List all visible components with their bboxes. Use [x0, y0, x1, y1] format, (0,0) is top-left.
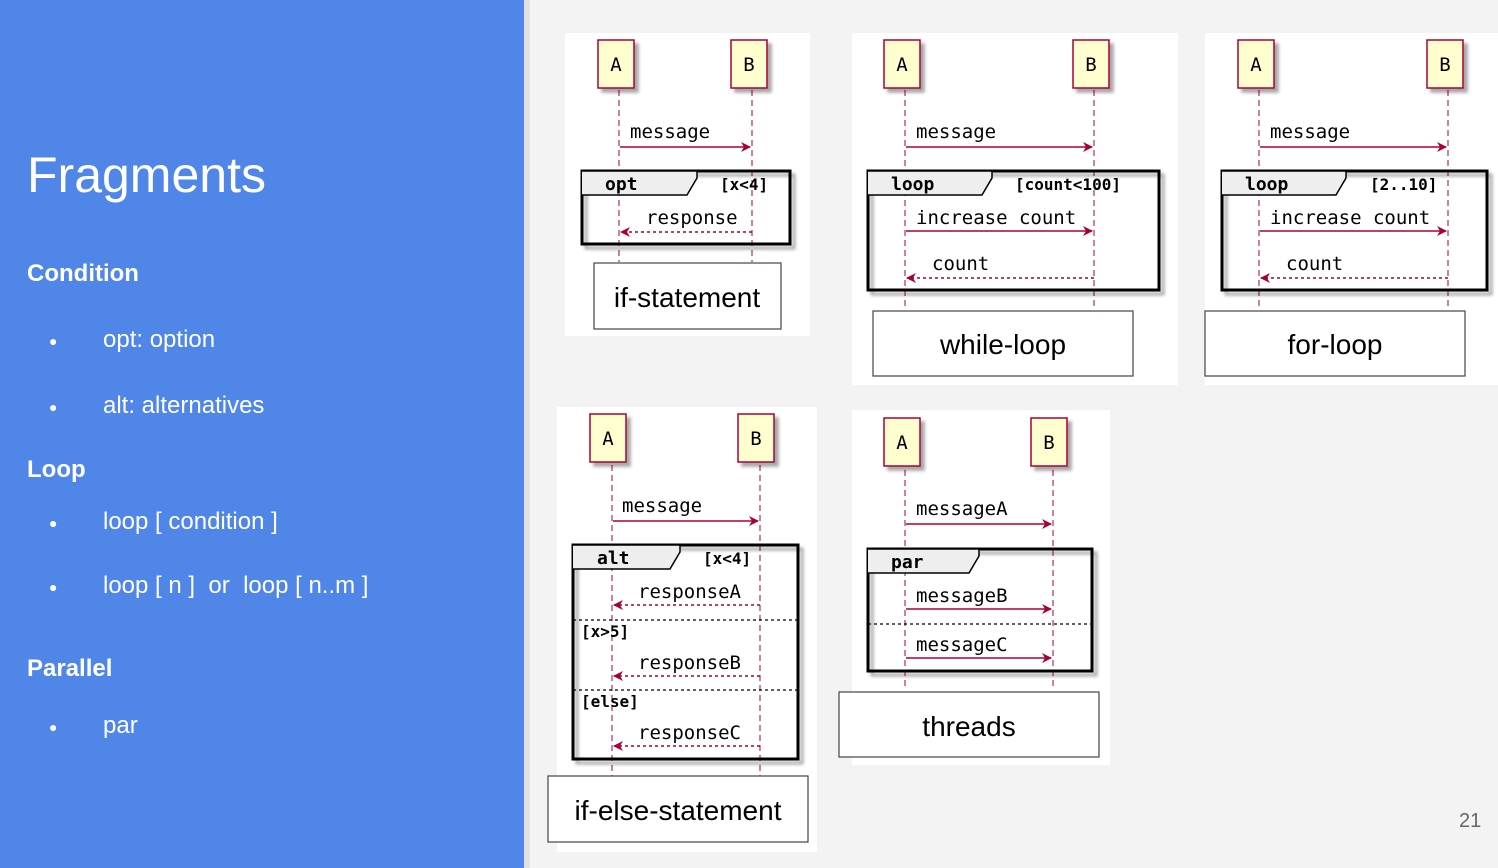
bullet-icon: ● [49, 399, 58, 415]
participant-a [597, 39, 635, 89]
responseA-label: responseA [638, 581, 742, 603]
count-label: count [1286, 253, 1343, 275]
fragment-guard: [count<100] [1015, 175, 1121, 194]
participant-a [883, 39, 921, 89]
page-number: 21 [1459, 810, 1482, 832]
caption-for-loop: for-loop [1288, 329, 1383, 360]
fragment-keyword: loop [891, 174, 935, 195]
fragment-box [866, 547, 1094, 673]
slide-title: Fragments [27, 147, 266, 203]
list-item: par [103, 712, 138, 739]
participant-a [1237, 39, 1275, 89]
section-heading-loop: Loop [27, 456, 86, 483]
participant-a-label: A [896, 432, 908, 454]
caption-threads: threads [922, 711, 1015, 742]
count-label: count [932, 253, 989, 275]
fragment-keyword: opt [605, 174, 638, 195]
caption-box [838, 691, 1100, 758]
fragment-box [1220, 169, 1489, 292]
list-item: loop [ n ] or loop [ n..m ] [103, 572, 369, 599]
participant-b-label: B [1085, 54, 1096, 76]
fragment-keyword: par [891, 552, 924, 573]
fragment-box [866, 169, 1161, 292]
diagram-opt: A B message opt [x<4] response if-statem… [565, 33, 810, 336]
participant-a [589, 413, 627, 463]
caption-if-else-statement: if-else-statement [575, 795, 782, 826]
participant-b [1426, 39, 1464, 89]
responseC-label: responseC [638, 722, 741, 744]
diagram-alt: A B message alt [x<4] responseA [x>5] re… [547, 407, 817, 852]
message-label: message [630, 121, 710, 143]
participant-b-label: B [1439, 54, 1450, 76]
list-item: opt: option [103, 326, 216, 353]
participant-b-label: B [1043, 432, 1054, 454]
participant-b [737, 413, 775, 463]
diagram-while-loop: A B message loop [count<100] increase co… [852, 33, 1178, 385]
participant-b [1072, 39, 1110, 89]
fragment-guard: [x<4] [720, 175, 768, 194]
message-label: message [1270, 121, 1350, 143]
fragment-guard: [2..10] [1370, 175, 1437, 194]
messageB-label: messageB [916, 585, 1008, 607]
section-heading-condition: Condition [27, 260, 139, 287]
fragment-box [571, 543, 800, 761]
message-label: message [916, 121, 996, 143]
participant-a-label: A [610, 54, 622, 76]
diagram-par: A B messageA par messageB messageC threa… [838, 410, 1110, 765]
messageA-label: messageA [916, 498, 1008, 520]
caption-box [593, 262, 782, 330]
bullet-icon: ● [49, 579, 58, 595]
diagram-for-loop: A B message loop [2..10] increase count … [1204, 33, 1498, 385]
fragment-keyword: loop [1245, 174, 1289, 195]
caption-box [547, 775, 809, 843]
participant-b [730, 39, 768, 89]
participant-a-label: A [602, 428, 614, 450]
response-label: response [646, 207, 738, 229]
bullet-icon: ● [49, 515, 58, 531]
sidebar-panel: Fragments Condition ● opt: option ● alt:… [0, 0, 524, 868]
bullet-icon: ● [49, 333, 58, 349]
increase-count-label: increase count [1270, 207, 1430, 229]
caption-while-loop: while-loop [939, 329, 1066, 360]
list-item: loop [ condition ] [103, 508, 278, 535]
participant-a [883, 417, 921, 467]
participant-b-label: B [743, 54, 754, 76]
participant-b [1030, 417, 1068, 467]
participant-a-label: A [1250, 54, 1262, 76]
caption-box [1204, 310, 1466, 377]
participant-b-label: B [750, 428, 761, 450]
responseB-label: responseB [638, 652, 741, 674]
messageC-label: messageC [916, 634, 1008, 656]
fragment-guard: [else] [581, 692, 639, 711]
caption-if-statement: if-statement [614, 282, 760, 313]
bullet-icon: ● [49, 719, 58, 735]
message-label: message [622, 495, 702, 517]
panel-divider [524, 0, 530, 868]
fragment-guard: [x<4] [703, 549, 751, 568]
list-item: alt: alternatives [103, 392, 265, 419]
fragment-keyword: alt [597, 548, 630, 569]
participant-a-label: A [896, 54, 908, 76]
increase-count-label: increase count [916, 207, 1076, 229]
caption-box [872, 310, 1134, 377]
fragment-guard: [x>5] [581, 622, 629, 641]
section-heading-parallel: Parallel [27, 655, 113, 682]
